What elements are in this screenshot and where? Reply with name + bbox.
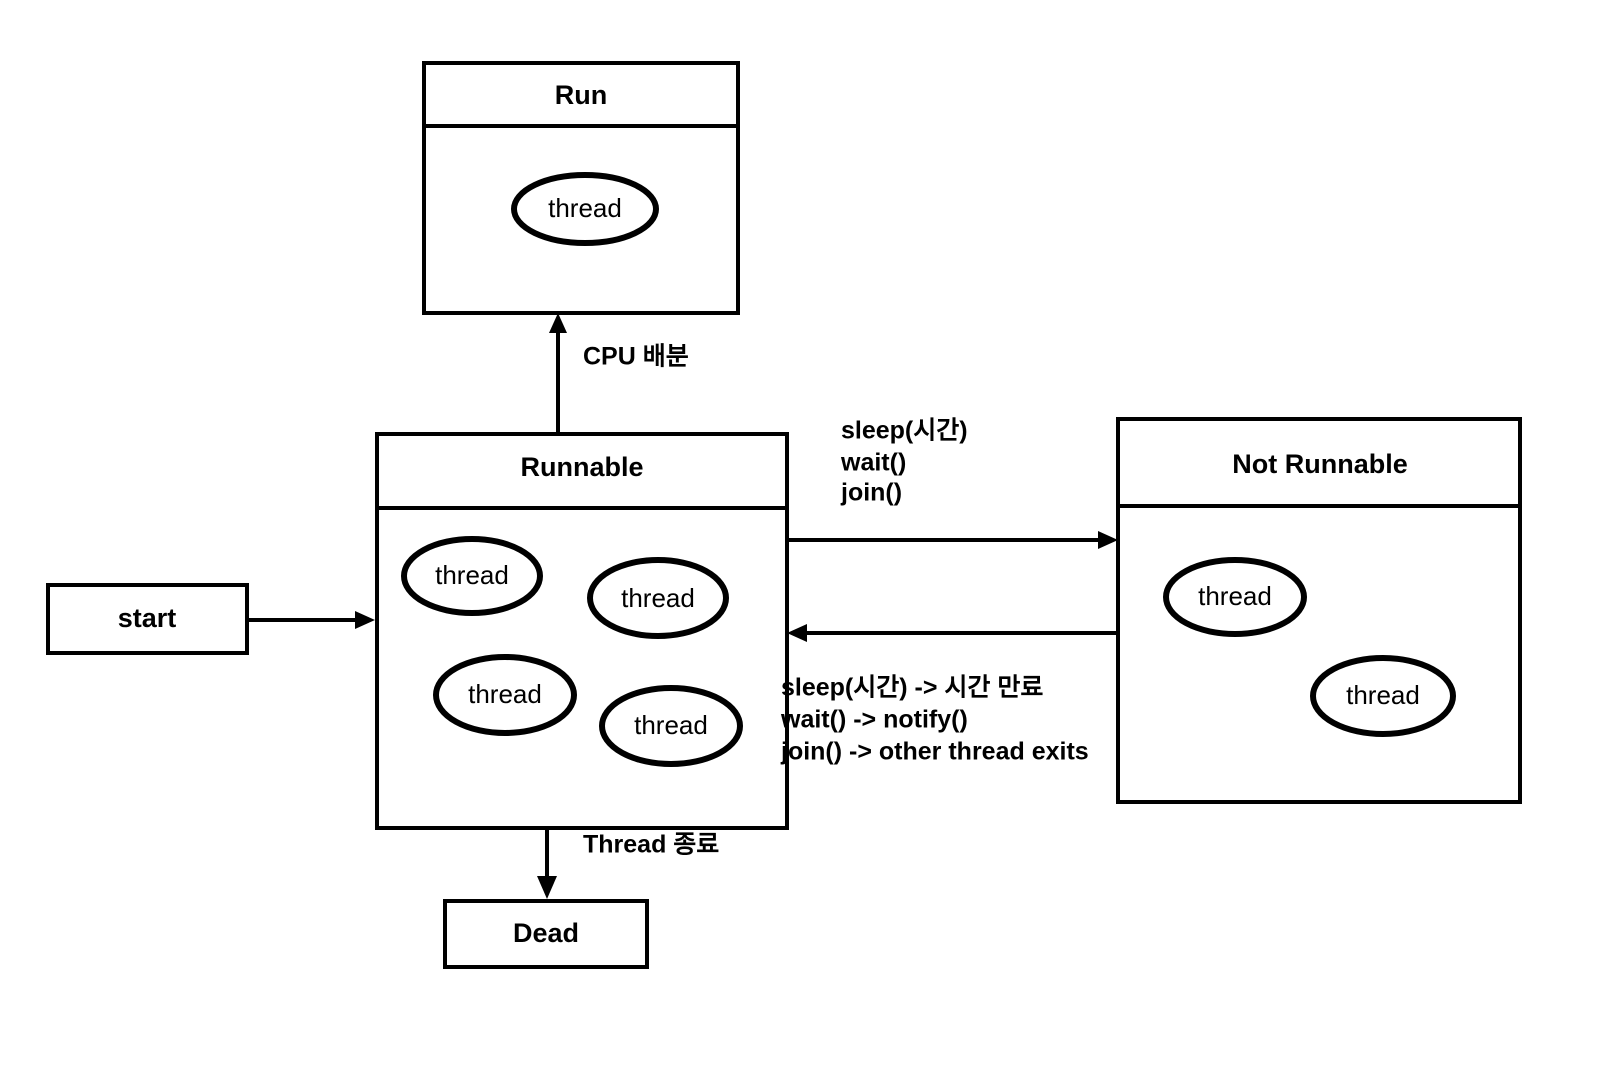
dead-box-outline	[443, 899, 649, 969]
edge-not-runnable-to-runnable: sleep(시간) -> 시간 만료 wait() -> notify() jo…	[780, 624, 1118, 766]
terminal-dead[interactable]: Dead	[443, 899, 649, 969]
start-box-label: start	[118, 603, 177, 633]
not-runnable-thread-1[interactable]: thread	[1310, 655, 1456, 737]
edge-runnable-to-dead: Thread 종료	[537, 828, 719, 899]
runnable-thread-2[interactable]: thread	[433, 654, 577, 736]
runnable-thread-1[interactable]: thread	[587, 557, 729, 639]
runnable-thread-0[interactable]: thread	[401, 536, 543, 616]
thread-label: thread	[634, 710, 708, 740]
run-box-header: Run	[555, 80, 607, 110]
state-box-not-runnable[interactable]: Not Runnable thread thread	[1116, 417, 1522, 804]
edge-start-to-runnable	[247, 611, 375, 629]
dead-box-label: Dead	[513, 918, 579, 948]
thread-ellipse	[599, 685, 743, 767]
edge-runnable-to-run: CPU 배분	[549, 313, 689, 432]
edge-label-sleep-expire: sleep(시간) -> 시간 만료	[781, 674, 1043, 702]
not-runnable-thread-0[interactable]: thread	[1163, 557, 1307, 637]
runnable-box-outline	[375, 432, 789, 830]
thread-ellipse	[587, 557, 729, 639]
edge-runnable-to-not-runnable: sleep(시간) wait() join()	[787, 417, 1118, 549]
thread-label: thread	[1198, 581, 1272, 611]
runnable-thread-3[interactable]: thread	[599, 685, 743, 767]
arrow-head-icon	[549, 313, 567, 333]
edge-label-join: join()	[840, 479, 902, 507]
thread-ellipse	[1310, 655, 1456, 737]
edge-label-wait: wait()	[840, 449, 906, 477]
runnable-box-header: Runnable	[520, 452, 643, 482]
thread-ellipse	[433, 654, 577, 736]
thread-label: thread	[435, 560, 509, 590]
edge-label-sleep: sleep(시간)	[841, 417, 968, 445]
thread-label: thread	[548, 193, 622, 223]
state-box-runnable[interactable]: Runnable thread thread thread thread	[375, 432, 789, 830]
thread-label: thread	[468, 679, 542, 709]
not-runnable-box-header: Not Runnable	[1232, 449, 1408, 479]
start-box-outline	[46, 583, 249, 655]
arrow-head-icon	[537, 876, 557, 899]
thread-ellipse	[401, 536, 543, 616]
run-thread-0[interactable]: thread	[511, 172, 659, 246]
edge-label-cpu-dispatch: CPU 배분	[583, 343, 689, 371]
arrow-head-icon	[787, 624, 807, 642]
thread-ellipse	[511, 172, 659, 246]
terminal-start[interactable]: start	[46, 583, 249, 655]
arrow-head-icon	[1098, 531, 1118, 549]
edge-label-wait-notify: wait() -> notify()	[780, 706, 968, 734]
edge-label-join-exits: join() -> other thread exits	[780, 738, 1089, 766]
arrow-head-icon	[355, 611, 375, 629]
thread-label: thread	[1346, 680, 1420, 710]
thread-ellipse	[1163, 557, 1307, 637]
edge-label-thread-end: Thread 종료	[583, 831, 719, 859]
thread-label: thread	[621, 583, 695, 613]
state-box-run[interactable]: Run thread	[422, 61, 740, 315]
